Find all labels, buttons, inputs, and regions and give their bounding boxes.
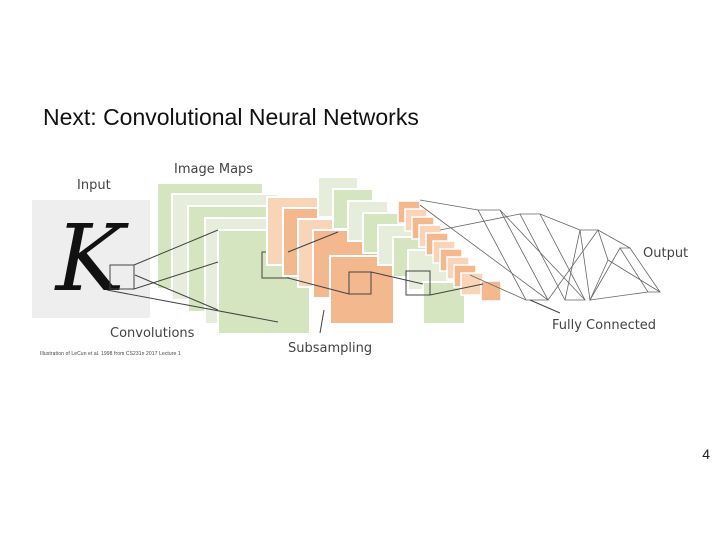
- input-glyph: K: [54, 205, 130, 312]
- map2-receptive-field: [405, 270, 431, 296]
- feature-maps-layer-2: [317, 176, 466, 325]
- label-fully-connected: Fully Connected: [552, 318, 656, 333]
- label-input: Input: [77, 178, 111, 193]
- slide-title: Next: Convolutional Neural Networks: [43, 104, 419, 130]
- subsampling-maps-2: [397, 200, 502, 302]
- label-pointer-lines: [106, 274, 561, 334]
- label-convolutions: Convolutions: [110, 326, 195, 341]
- input-image-panel: [32, 200, 150, 318]
- fully-connected-layers: [419, 199, 661, 302]
- label-subsampling: Subsampling: [288, 341, 372, 356]
- label-output: Output: [643, 246, 688, 261]
- page-number: 4: [702, 446, 710, 462]
- figure-caption: Illustration of LeCun et al. 1998 from C…: [40, 351, 181, 357]
- connection-lines: [133, 229, 484, 296]
- label-image-maps: Image Maps: [174, 162, 253, 177]
- input-receptive-field: [109, 264, 135, 290]
- subsample-receptive-field: [348, 271, 372, 295]
